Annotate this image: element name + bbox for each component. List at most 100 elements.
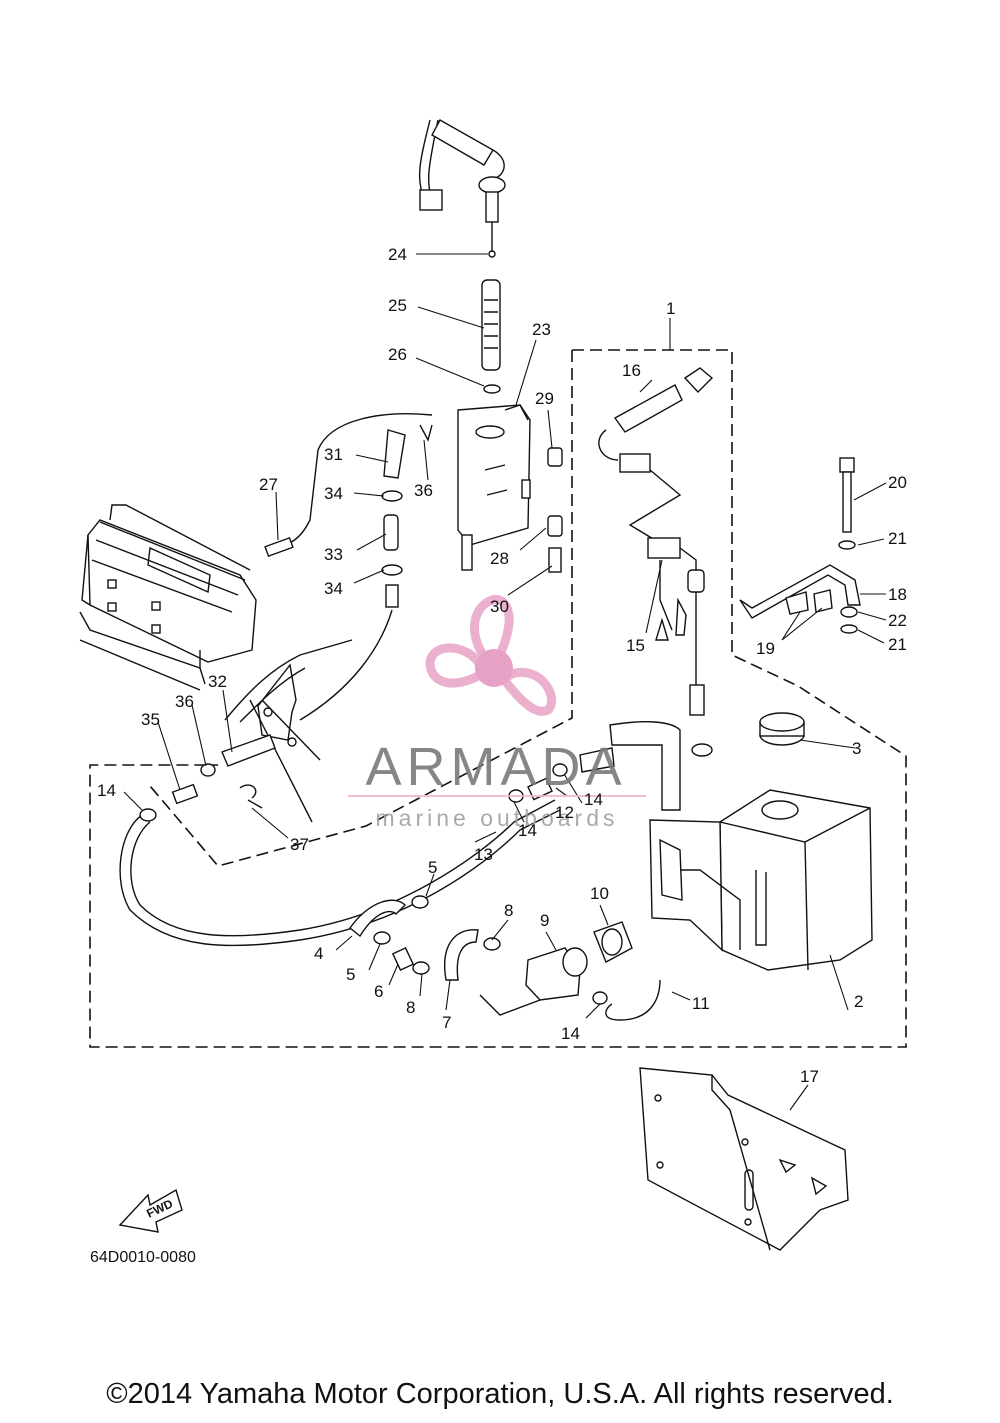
part-label: 33: [324, 545, 343, 564]
part-number-labels: 1 2 3 4 5 5 6 7 8 8 9 10 11 12 13 14 14 …: [97, 245, 907, 1086]
watermark-subtitle: marine outboards: [376, 805, 619, 831]
clamp-5-upper: [411, 895, 429, 909]
part-label: 29: [535, 389, 554, 408]
assembly-outline-1: [89, 349, 907, 1048]
hose-32: [221, 734, 276, 767]
part-label: 8: [504, 901, 513, 920]
hose-11: [605, 979, 661, 1021]
part-label: 30: [490, 597, 509, 616]
propeller-blade-top: [470, 594, 514, 668]
part-label: 18: [888, 585, 907, 604]
clip-36-lower: [200, 763, 216, 777]
part-label: 14: [561, 1024, 580, 1043]
clip-36-upper: [419, 424, 433, 442]
part-label: 13: [474, 845, 493, 864]
fitting-35: [171, 783, 199, 805]
engine-cowling: [79, 504, 257, 691]
o-ring-26: [483, 384, 501, 394]
part-label: 26: [388, 345, 407, 364]
fwd-arrow: FWD: [118, 1188, 183, 1233]
propeller-blade-right: [502, 667, 556, 716]
part-label: 34: [324, 579, 343, 598]
part-label: 6: [374, 982, 383, 1001]
part-label: 7: [442, 1013, 451, 1032]
part-label: 5: [428, 858, 437, 877]
part-label: 10: [590, 884, 609, 903]
part-label: 32: [208, 672, 227, 691]
clamp-14-lower: [592, 991, 608, 1005]
copyright-notice: ©2014 Yamaha Motor Corporation, U.S.A. A…: [106, 1378, 894, 1410]
part-label: 21: [888, 635, 907, 654]
joint-33: [383, 514, 399, 551]
clamp-14-right: [552, 763, 568, 777]
washer-21-upper: [838, 540, 856, 550]
part-label: 36: [414, 481, 433, 500]
armada-logo: ARMADA marine outboards: [348, 594, 646, 831]
hose-7: [444, 929, 479, 981]
filter-cap-10: [593, 921, 633, 963]
part-label: 27: [259, 475, 278, 494]
propeller-blade-left: [425, 643, 485, 688]
part-label: 11: [692, 994, 710, 1013]
part-label: 37: [290, 835, 309, 854]
part-label: 2: [854, 992, 863, 1011]
hose-31: [383, 429, 406, 479]
bracket-17: [639, 1067, 849, 1251]
wire-harness-16: [598, 367, 714, 541]
breather-hose-27: [264, 413, 433, 558]
grommet-28: [547, 515, 563, 537]
oil-strainer-25: [481, 279, 501, 371]
part-label: 17: [800, 1067, 819, 1086]
part-label: 4: [314, 944, 323, 963]
joint-6: [391, 946, 415, 972]
part-label: 16: [622, 361, 641, 380]
part-label: 35: [141, 710, 160, 729]
hose-end: [385, 584, 399, 608]
part-label: 1: [666, 299, 675, 318]
part-label: 34: [324, 484, 343, 503]
washer-21-lower: [840, 624, 858, 634]
clamp-8-upper: [483, 937, 501, 951]
part-label: 24: [388, 245, 407, 264]
grommet-29: [547, 447, 563, 467]
sub-oil-tank-23: [457, 404, 531, 571]
oil-pump-9: [479, 947, 588, 1016]
lower-housing: [224, 639, 353, 823]
part-label: 3: [852, 739, 861, 758]
part-label: 36: [175, 692, 194, 711]
part-label: 8: [406, 998, 415, 1017]
clamp-34-lower: [381, 564, 403, 576]
clamp-8-lower: [412, 961, 430, 975]
bolt-20: [839, 457, 855, 533]
drawing-code: 64D0010-0080: [90, 1249, 196, 1266]
part-label: 21: [888, 529, 907, 548]
part-label: 14: [97, 781, 116, 800]
part-label: 22: [888, 611, 907, 630]
part-label: 31: [324, 445, 343, 464]
part-label: 15: [626, 636, 645, 655]
part-label: 25: [388, 296, 407, 315]
oil-hose-13: [119, 799, 561, 947]
part-label: 14: [518, 821, 537, 840]
band-18: [739, 564, 861, 619]
hose-drop: [299, 609, 393, 721]
oil-level-sensor-24: [418, 119, 506, 258]
part-label: 12: [555, 803, 574, 822]
part-label: 23: [532, 320, 551, 339]
part-label: 5: [346, 965, 355, 984]
oil-tank-cap-3: [759, 712, 805, 746]
clamp-14-left: [139, 808, 157, 822]
part-label: 20: [888, 473, 907, 492]
part-label: 9: [540, 911, 549, 930]
part-label: 28: [490, 549, 509, 568]
nut-22: [840, 606, 858, 618]
propeller-hub: [475, 649, 513, 687]
part-label: 14: [584, 790, 603, 809]
bolt-30: [548, 547, 562, 573]
hose-4: [349, 899, 406, 938]
clamp-5-lower: [373, 931, 391, 945]
clamp-34-upper: [381, 490, 403, 502]
oil-tank-2: [579, 721, 873, 971]
watermark-title: ARMADA: [365, 737, 626, 797]
